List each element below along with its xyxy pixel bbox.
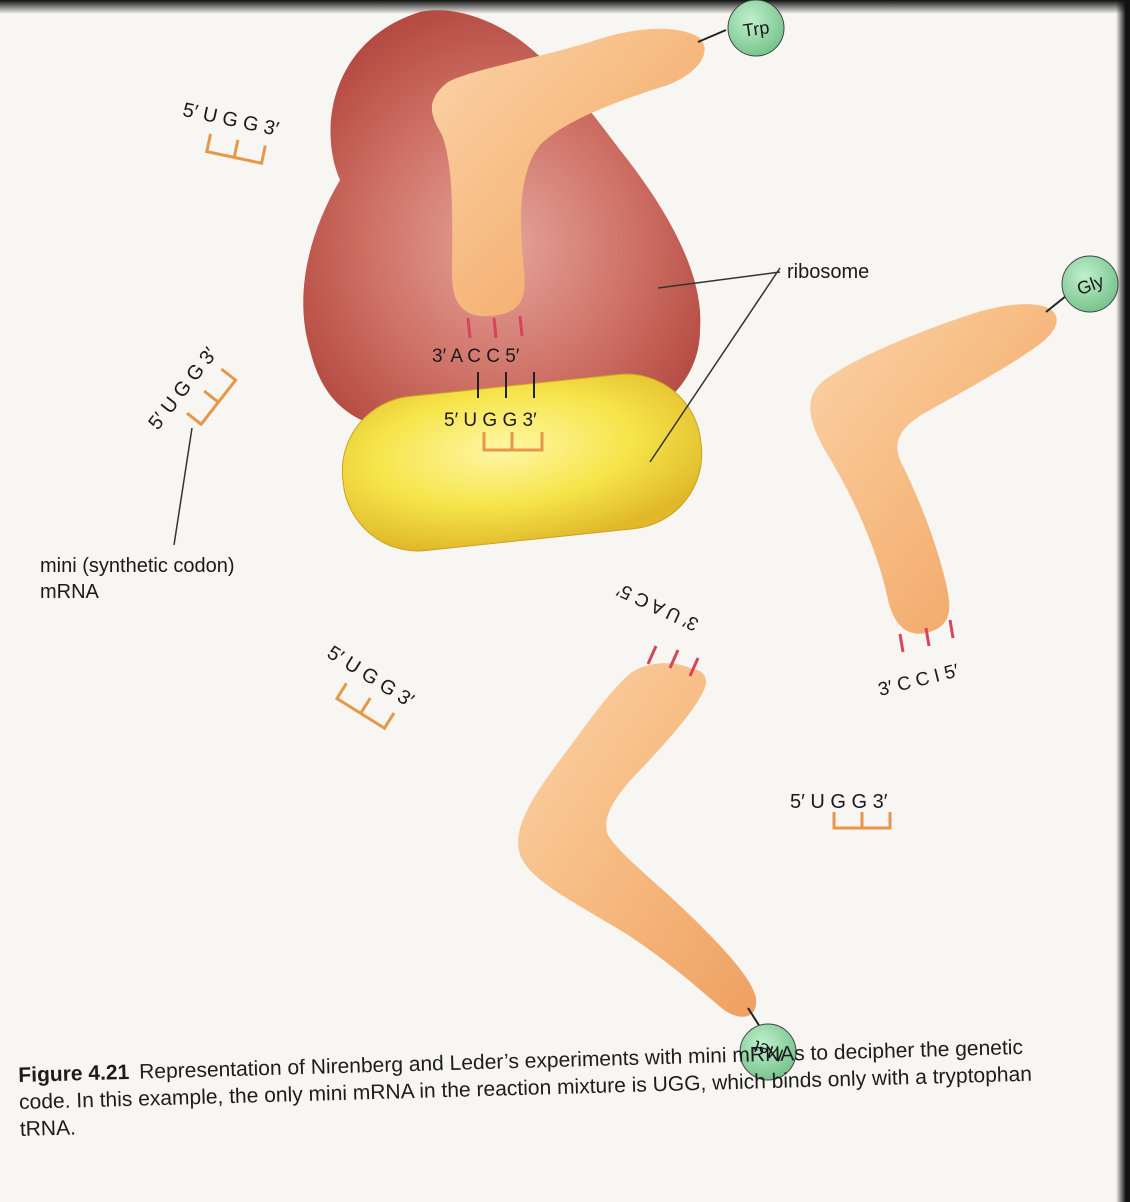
gly-trna	[810, 304, 1056, 634]
free-codon-4: 5′ U G G 3′	[790, 791, 890, 828]
gly-linker	[1046, 296, 1066, 312]
free-codon-3: 5′ U G G 3′	[310, 642, 418, 734]
mini-mrna-label-line1: mini (synthetic codon)	[40, 555, 235, 577]
trp-amino-acid: Trp	[728, 0, 784, 56]
mini-mrna-label-line2: mRNA	[40, 581, 100, 603]
ribosome-label: ribosome	[787, 261, 869, 283]
trp-anticodon-label: 3′ A C C 5′	[432, 346, 520, 367]
free-codon-3-label: 5′ U G G 3′	[323, 642, 418, 712]
free-codon-2: 5′ U G G 3′	[144, 343, 241, 449]
figure-number: Figure 4.21	[18, 1061, 129, 1087]
trp-linker	[698, 30, 726, 42]
met-trna	[518, 663, 756, 1017]
trp-label: Trp	[742, 17, 771, 40]
free-codon-1-label: 5′ U G G 3′	[181, 99, 281, 141]
bound-codon-label: 5′ U G G 3′	[444, 410, 537, 431]
met-anticodon-label: 3′ U A C 5′	[614, 578, 702, 634]
gly-amino-acid: Gly	[1062, 256, 1118, 312]
free-codon-4-label: 5′ U G G 3′	[790, 791, 888, 813]
free-codon-2-label: 5′ U G G 3′	[144, 343, 222, 434]
free-codon-1: 5′ U G G 3′	[175, 99, 280, 165]
gly-anticodon-label: 3′ C C I 5′	[876, 661, 961, 701]
mini-mrna-callout	[174, 428, 192, 545]
